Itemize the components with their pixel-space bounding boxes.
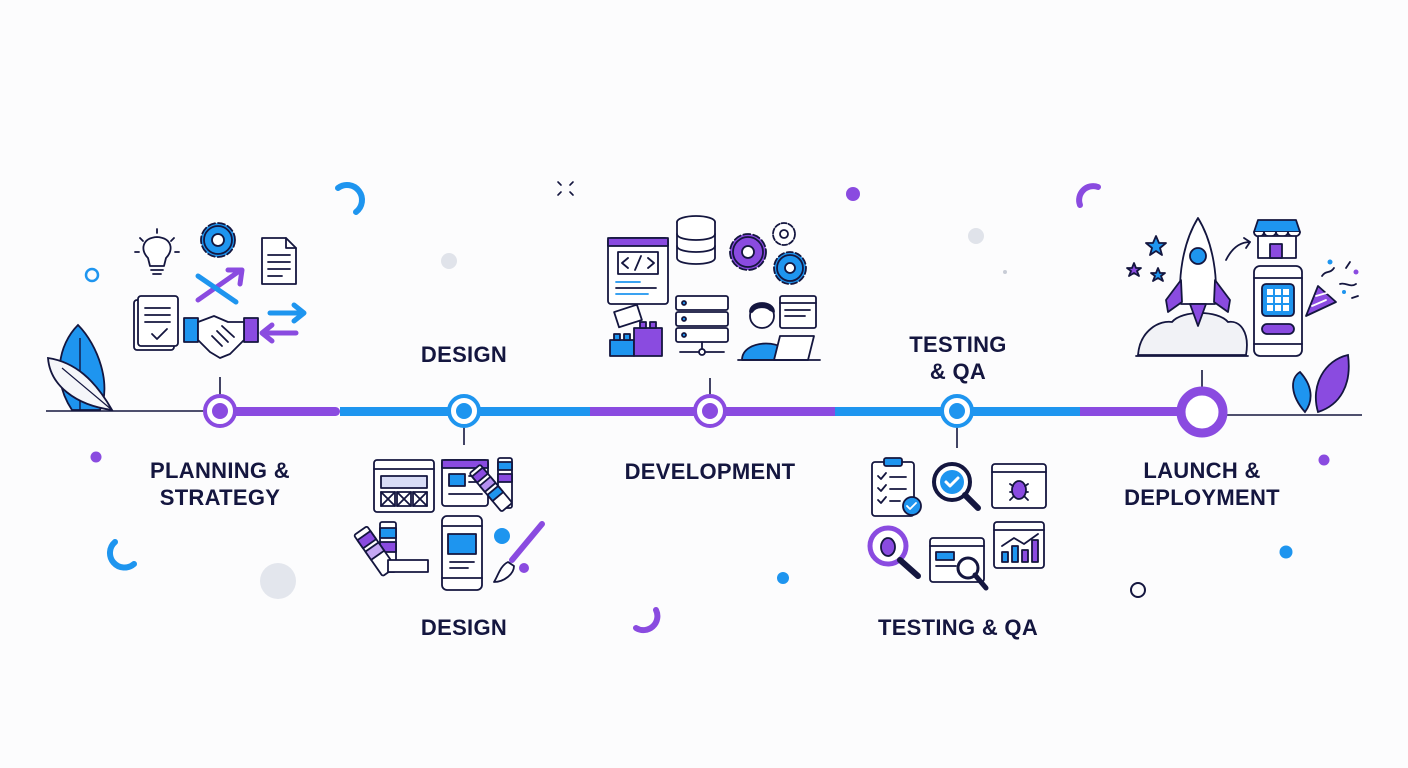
checklist-icon: [133, 295, 179, 351]
stage-label-design: DESIGN: [384, 614, 544, 641]
confetti-icon: [1305, 259, 1359, 317]
crossed-arrows-icon: [195, 267, 245, 305]
timeline-node-planning: [203, 394, 237, 428]
label-line: TESTING: [909, 332, 1007, 357]
gear-icon: [200, 222, 236, 258]
label-line: & QA: [929, 359, 987, 384]
database-icon: [676, 215, 716, 265]
paintbrush-icon: [493, 521, 545, 583]
label-line: LAUNCH &: [1143, 458, 1261, 483]
testing-icon-cluster: [867, 457, 1047, 591]
bug-window-icon: [991, 463, 1047, 509]
stars-icon: [1126, 235, 1167, 282]
magnifier-check-icon: [932, 462, 981, 511]
timeline-node-testing: [940, 394, 974, 428]
right-leaves: [1292, 353, 1350, 414]
label-line: DESIGN: [420, 342, 508, 367]
palette-fan-icon: [353, 521, 429, 577]
stage-label-planning: PLANNING & STRATEGY: [120, 457, 320, 511]
label-line: PLANNING &: [150, 458, 290, 483]
mobile-mockup-icon: [441, 515, 483, 591]
search-window-icon: [929, 537, 989, 591]
node-connectors: [219, 370, 1203, 448]
development-icon-cluster: [607, 215, 821, 361]
stage-top-label-testing: TESTING & QA: [878, 331, 1038, 385]
rocket-icon: [1135, 217, 1249, 357]
color-swatch-icon: [469, 457, 513, 512]
label-line: TESTING & QA: [877, 615, 1039, 640]
timeline-node-development: [693, 394, 727, 428]
gears-icon: [729, 222, 807, 285]
label-line: STRATEGY: [159, 485, 281, 510]
label-line: DEPLOYMENT: [1124, 485, 1280, 510]
bug-magnifier-icon: [867, 525, 921, 579]
wireframe-icon: [373, 459, 435, 513]
analytics-chart-icon: [993, 521, 1045, 569]
timeline-node-design: [447, 394, 481, 428]
left-leaves: [47, 323, 114, 412]
server-rack-icon: [675, 295, 729, 356]
clipboard-check-icon: [871, 457, 922, 517]
label-line: DESIGN: [420, 615, 508, 640]
handshake-icon: [183, 315, 259, 359]
developer-laptop-icon: [737, 295, 821, 361]
stage-top-label-design: DESIGN: [384, 341, 544, 368]
label-line: DEVELOPMENT: [624, 459, 796, 484]
mobile-app-icon: [1253, 265, 1303, 357]
lightbulb-icon: [134, 228, 180, 275]
stage-label-development: DEVELOPMENT: [600, 458, 820, 485]
storefront-icon: [1253, 219, 1301, 259]
stage-label-testing: TESTING & QA: [852, 614, 1064, 641]
background-decorations: [84, 181, 1330, 634]
planning-icon-cluster: [133, 222, 307, 359]
document-icon: [261, 237, 297, 285]
code-window-icon: [607, 237, 669, 305]
launch-icon-cluster: [1126, 217, 1359, 357]
exchange-arrows-icon: [259, 302, 307, 344]
building-blocks-icon: [609, 303, 663, 357]
stage-label-launch: LAUNCH & DEPLOYMENT: [1092, 457, 1312, 511]
design-icon-cluster: [353, 457, 545, 591]
timeline-node-launch: [1176, 386, 1228, 438]
